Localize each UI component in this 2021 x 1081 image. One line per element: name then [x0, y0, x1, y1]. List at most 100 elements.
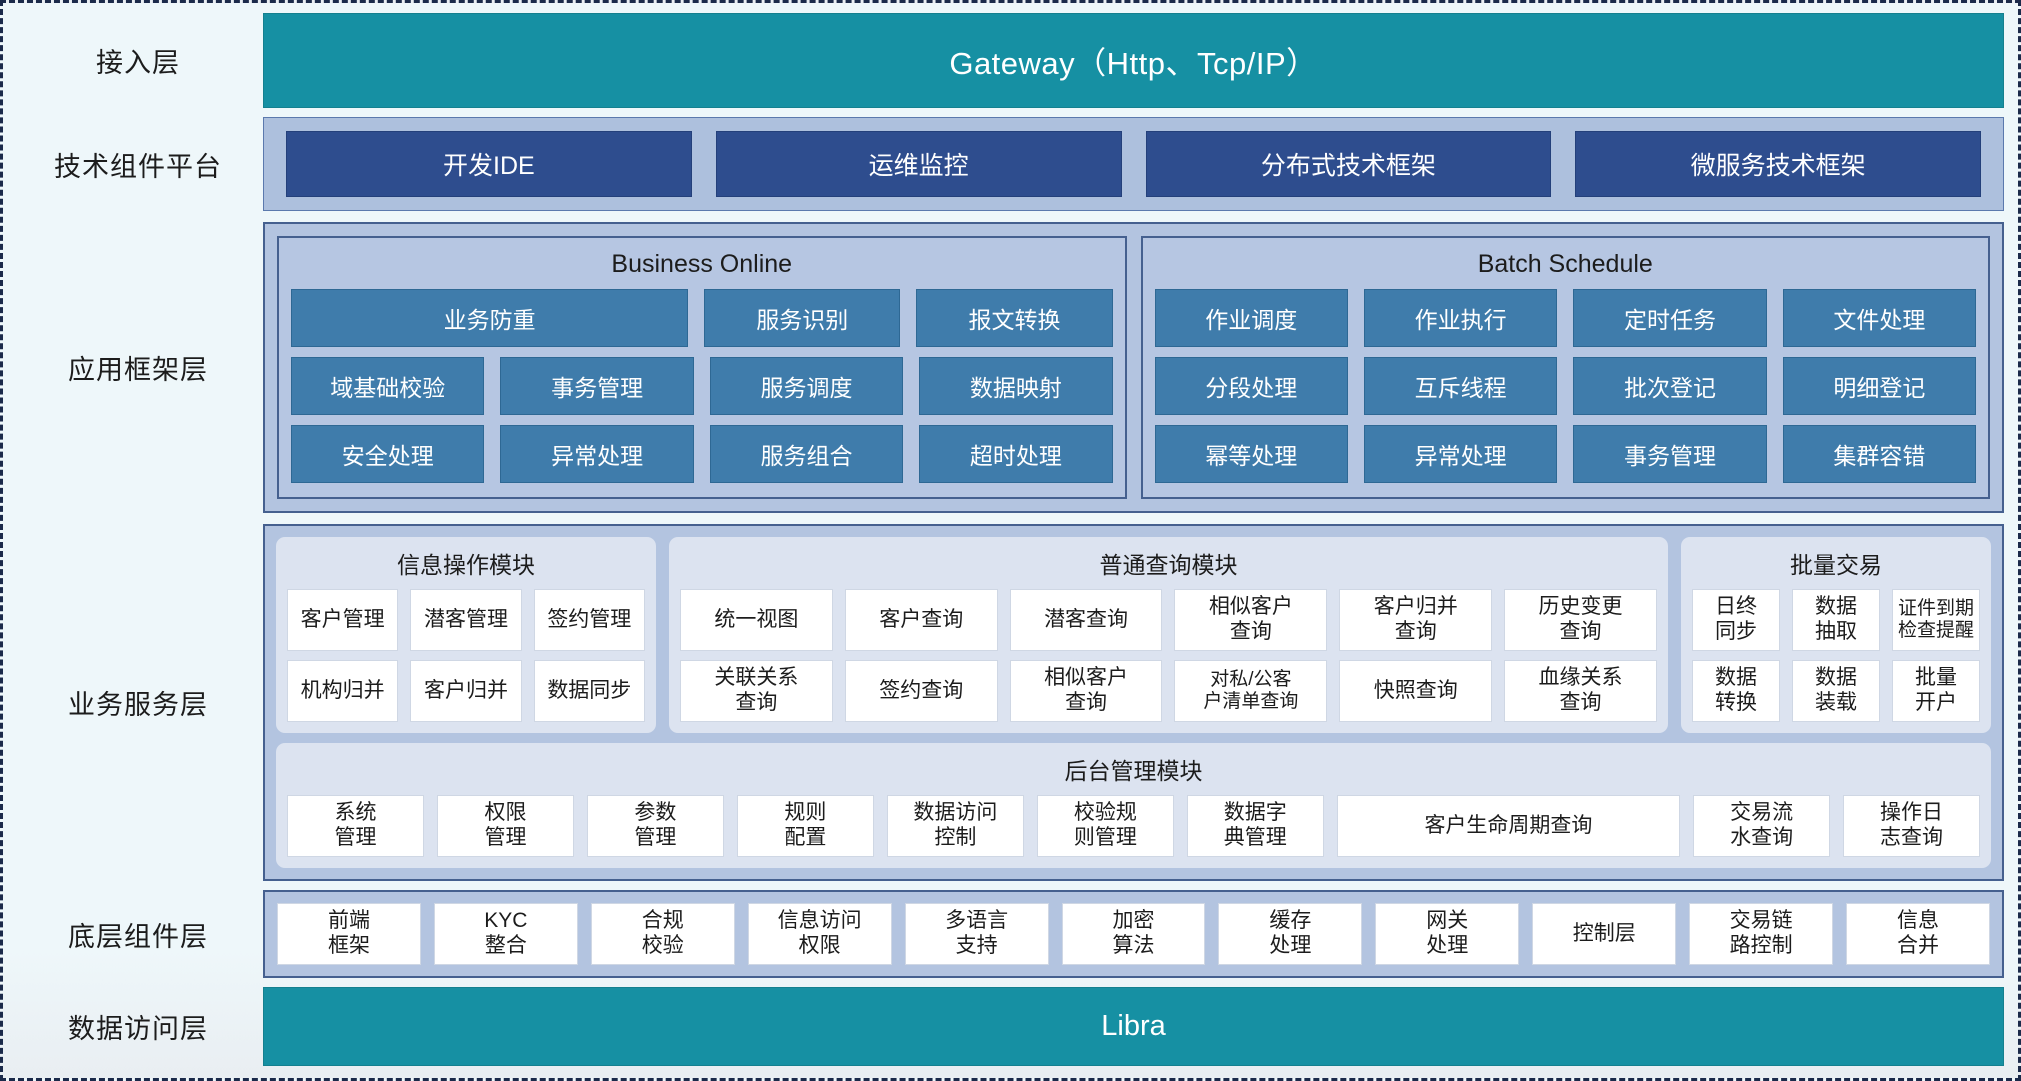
module-info-operation: 信息操作模块 客户管理 潜客管理 签约管理 机构归并 客户归并 数据同步 [276, 537, 656, 733]
cell-transaction-flow-query[interactable]: 交易流水查询 [1693, 795, 1831, 857]
tech-chip-ide[interactable]: 开发IDE [286, 131, 692, 197]
cell-encryption-algorithm[interactable]: 加密算法 [1061, 903, 1206, 965]
layer-business-service: 业务服务层 信息操作模块 客户管理 潜客管理 签约管理 [13, 524, 2004, 881]
business-service-container: 信息操作模块 客户管理 潜客管理 签约管理 机构归并 客户归并 数据同步 [263, 524, 2004, 881]
app-chip-data-mapping[interactable]: 数据映射 [919, 357, 1113, 415]
cell-data-dictionary-management[interactable]: 数据字典管理 [1186, 795, 1324, 857]
cell-gateway-processing[interactable]: 网关处理 [1375, 903, 1520, 965]
cell-prospect-query[interactable]: 潜客查询 [1009, 589, 1163, 651]
app-chip-file-process[interactable]: 文件处理 [1782, 289, 1976, 347]
cell-customer-management[interactable]: 客户管理 [287, 589, 399, 651]
app-chip-job-execute[interactable]: 作业执行 [1363, 289, 1558, 347]
app-row: 域基础校验 事务管理 服务调度 数据映射 [291, 357, 1113, 415]
cell-transaction-chain-control[interactable]: 交易链路控制 [1689, 903, 1834, 965]
cell-system-management[interactable]: 系统管理 [287, 795, 424, 857]
cell-rule-config[interactable]: 规则配置 [736, 795, 874, 857]
cell-customer-query[interactable]: 客户查询 [844, 589, 998, 651]
tech-chip-ops-monitor[interactable]: 运维监控 [715, 131, 1122, 197]
cell-customer-lifecycle-query[interactable]: 客户生命周期查询 [1336, 795, 1681, 857]
app-chip-transaction-mgmt[interactable]: 事务管理 [500, 357, 694, 415]
cell-relation-query[interactable]: 关联关系查询 [680, 660, 833, 722]
cell-lineage-query[interactable]: 血缘关系查询 [1504, 660, 1657, 722]
layer-tech-platform: 技术组件平台 开发IDE 运维监控 分布式技术框架 微服务技术框架 [13, 117, 2004, 211]
app-chip-idempotent-process[interactable]: 幂等处理 [1154, 425, 1348, 483]
cell-data-load[interactable]: 数据装载 [1792, 660, 1880, 722]
cell-permission-management[interactable]: 权限管理 [436, 795, 574, 857]
module-row: 机构归并 客户归并 数据同步 [287, 660, 645, 722]
app-chip-mutex-thread[interactable]: 互斥线程 [1363, 357, 1558, 415]
module-general-query: 普通查询模块 统一视图 客户查询 潜客查询 相似客户查询 客户归并查询 历史变更… [669, 537, 1668, 733]
module-title-general-query: 普通查询模块 [1099, 552, 1238, 578]
cell-contract-management[interactable]: 签约管理 [533, 589, 645, 651]
cell-compliance-check[interactable]: 合规校验 [590, 903, 735, 965]
layer-label-data-access: 数据访问层 [68, 1014, 208, 1044]
layer-label-base-components: 底层组件层 [68, 921, 208, 952]
cell-eod-sync[interactable]: 日终同步 [1692, 589, 1780, 651]
app-chip-job-schedule[interactable]: 作业调度 [1154, 289, 1348, 347]
panel-batch-schedule: Batch Schedule 作业调度 作业执行 定时任务 文件处理 分段处理 … [1140, 236, 1990, 499]
app-row: 幂等处理 异常处理 事务管理 集群容错 [1154, 425, 1976, 483]
cell-similar-customer-query[interactable]: 相似客户查询 [1174, 589, 1328, 651]
panel-title-business-online: Business Online [611, 250, 793, 278]
cell-data-transform[interactable]: 数据转换 [1692, 660, 1780, 722]
tech-chip-distributed-framework[interactable]: 分布式技术框架 [1145, 131, 1552, 197]
cell-multilanguage-support[interactable]: 多语言支持 [904, 903, 1049, 965]
app-framework-container: Business Online 业务防重 服务识别 报文转换 域基础校验 事务管… [263, 222, 2004, 513]
module-back-office: 后台管理模块 系统管理 权限管理 参数管理 规则配置 数据访问控制 校验规则管理… [276, 743, 1991, 868]
app-chip-message-transform[interactable]: 报文转换 [916, 289, 1113, 347]
module-row: 关联关系查询 签约查询 相似客户查询 对私/公客户清单查询 快照查询 血缘关系查… [680, 660, 1657, 722]
app-chip-batch-register[interactable]: 批次登记 [1573, 357, 1767, 415]
cell-info-access-permission[interactable]: 信息访问权限 [747, 903, 892, 965]
cell-control-layer[interactable]: 控制层 [1532, 903, 1677, 965]
app-chip-business-dedup[interactable]: 业务防重 [291, 289, 689, 347]
cell-data-sync[interactable]: 数据同步 [533, 660, 645, 722]
cell-unified-view[interactable]: 统一视图 [680, 589, 833, 651]
layer-label-business-service: 业务服务层 [68, 690, 208, 720]
app-chip-detail-register[interactable]: 明细登记 [1782, 357, 1976, 415]
app-chip-timeout-process[interactable]: 超时处理 [919, 425, 1113, 483]
cell-private-corporate-list-query[interactable]: 对私/公客户清单查询 [1174, 660, 1328, 722]
cell-snapshot-query[interactable]: 快照查询 [1339, 660, 1493, 722]
cell-certificate-expiry-reminder[interactable]: 证件到期检查提醒 [1892, 589, 1980, 651]
app-chip-security-process[interactable]: 安全处理 [291, 425, 485, 483]
app-chip-timed-task[interactable]: 定时任务 [1573, 289, 1767, 347]
layer-app-framework: 应用框架层 Business Online 业务防重 服务识别 报文转换 域基础… [13, 222, 2004, 513]
app-chip-service-identify[interactable]: 服务识别 [704, 289, 901, 347]
cell-validation-rule-management[interactable]: 校验规则管理 [1036, 795, 1174, 857]
app-chip-exception-process-batch[interactable]: 异常处理 [1363, 425, 1558, 483]
cell-contract-query[interactable]: 签约查询 [844, 660, 998, 722]
cell-org-merge[interactable]: 机构归并 [287, 660, 399, 722]
cell-parameter-management[interactable]: 参数管理 [586, 795, 724, 857]
cell-cache-processing[interactable]: 缓存处理 [1218, 903, 1363, 965]
app-chip-service-schedule[interactable]: 服务调度 [709, 357, 904, 415]
cell-data-extract[interactable]: 数据抽取 [1792, 589, 1880, 651]
cell-operation-log-query[interactable]: 操作日志查询 [1843, 795, 1981, 857]
gateway-band: Gateway（Http、Tcp/IP） [263, 13, 2004, 108]
cell-similar-customer-query-2[interactable]: 相似客户查询 [1009, 660, 1163, 722]
tech-chip-microservice-framework[interactable]: 微服务技术框架 [1575, 131, 1981, 197]
back-office-row: 系统管理 权限管理 参数管理 规则配置 数据访问控制 校验规则管理 数据字典管理… [287, 795, 1981, 857]
cell-info-merge[interactable]: 信息合并 [1846, 903, 1990, 965]
app-row: 业务防重 服务识别 报文转换 [291, 289, 1113, 347]
data-access-band: Libra [263, 987, 2004, 1066]
module-row: 统一视图 客户查询 潜客查询 相似客户查询 客户归并查询 历史变更查询 [680, 589, 1657, 651]
app-chip-segment-process[interactable]: 分段处理 [1154, 357, 1348, 415]
app-chip-domain-validate[interactable]: 域基础校验 [291, 357, 485, 415]
cell-history-change-query[interactable]: 历史变更查询 [1504, 589, 1657, 651]
cell-frontend-framework[interactable]: 前端框架 [277, 903, 421, 965]
app-chip-transaction-mgmt-batch[interactable]: 事务管理 [1573, 425, 1767, 483]
panel-title-batch-schedule: Batch Schedule [1477, 250, 1653, 278]
app-chip-exception-process[interactable]: 异常处理 [500, 425, 694, 483]
app-row: 作业调度 作业执行 定时任务 文件处理 [1154, 289, 1976, 347]
cell-prospect-management[interactable]: 潜客管理 [410, 589, 522, 651]
cell-customer-merge[interactable]: 客户归并 [410, 660, 522, 722]
module-title-back-office: 后台管理模块 [1064, 758, 1203, 784]
app-chip-cluster-fault-tolerance[interactable]: 集群容错 [1782, 425, 1976, 483]
cell-batch-account-open[interactable]: 批量开户 [1892, 660, 1980, 722]
layer-label-access: 接入层 [96, 48, 180, 78]
cell-data-access-control[interactable]: 数据访问控制 [886, 795, 1024, 857]
cell-customer-merge-query[interactable]: 客户归并查询 [1339, 589, 1493, 651]
app-chip-service-compose[interactable]: 服务组合 [709, 425, 904, 483]
